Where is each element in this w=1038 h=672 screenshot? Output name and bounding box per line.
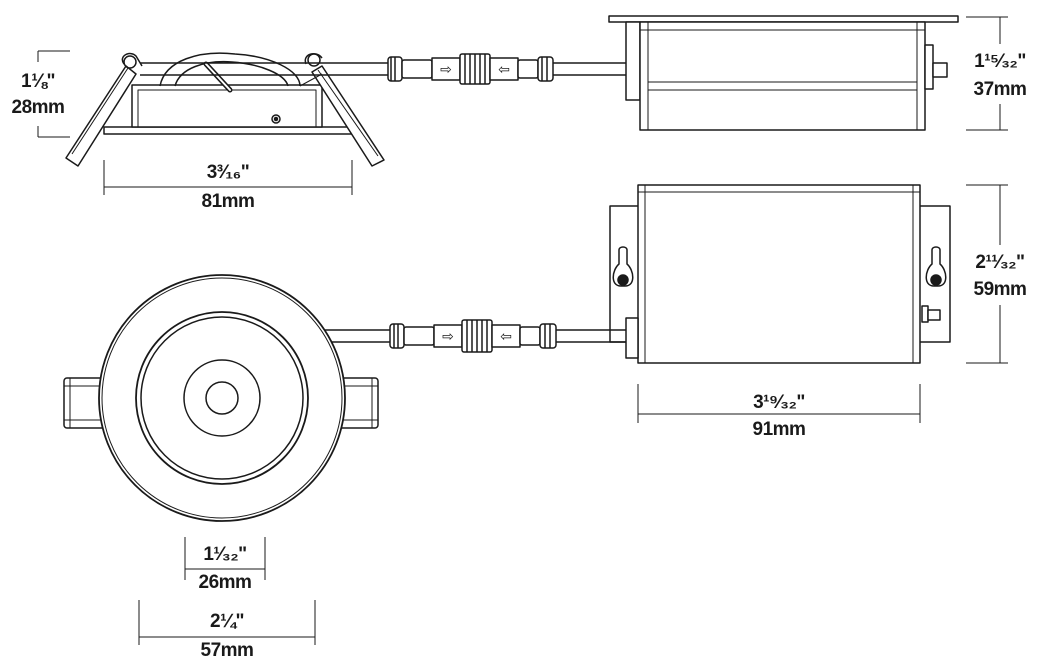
svg-text:⇦: ⇦ [500, 329, 512, 345]
fixture-top-view [63, 274, 379, 522]
svg-text:⇦: ⇦ [498, 62, 510, 78]
driver-top-view [609, 184, 951, 364]
dimension-lines [37, 16, 1008, 645]
driver-height-imperial: 1¹⁵⁄₃₂" [974, 51, 1026, 72]
fixture-side-view [65, 52, 385, 167]
driver-height-metric: 37mm [973, 79, 1027, 100]
fixture-height-metric: 28mm [11, 97, 65, 118]
fixture-diameter-metric: 81mm [201, 191, 255, 212]
cutout-diameter-metric: 57mm [200, 640, 254, 661]
driver-width-imperial: 2¹¹⁄₃₂" [975, 252, 1025, 273]
driver-length-metric: 91mm [752, 419, 806, 440]
fixture-diameter-imperial: 3³⁄₁₆" [206, 162, 250, 183]
driver-length-imperial: 3¹⁹⁄₃₂" [753, 392, 805, 413]
lens-diameter-imperial: 1¹⁄₃₂" [203, 544, 247, 565]
svg-text:⇨: ⇨ [442, 329, 454, 345]
lens-diameter-metric: 26mm [198, 572, 252, 593]
top-cable: ⇨ ⇦ [320, 319, 626, 353]
cutout-diameter-imperial: 2¼" [210, 611, 244, 632]
driver-side-view [608, 15, 959, 131]
svg-text:⇨: ⇨ [440, 62, 452, 78]
side-cable: ⇨ ⇦ [140, 53, 628, 85]
fixture-height-imperial: 1⅛" [21, 71, 55, 92]
driver-width-metric: 59mm [973, 279, 1027, 300]
